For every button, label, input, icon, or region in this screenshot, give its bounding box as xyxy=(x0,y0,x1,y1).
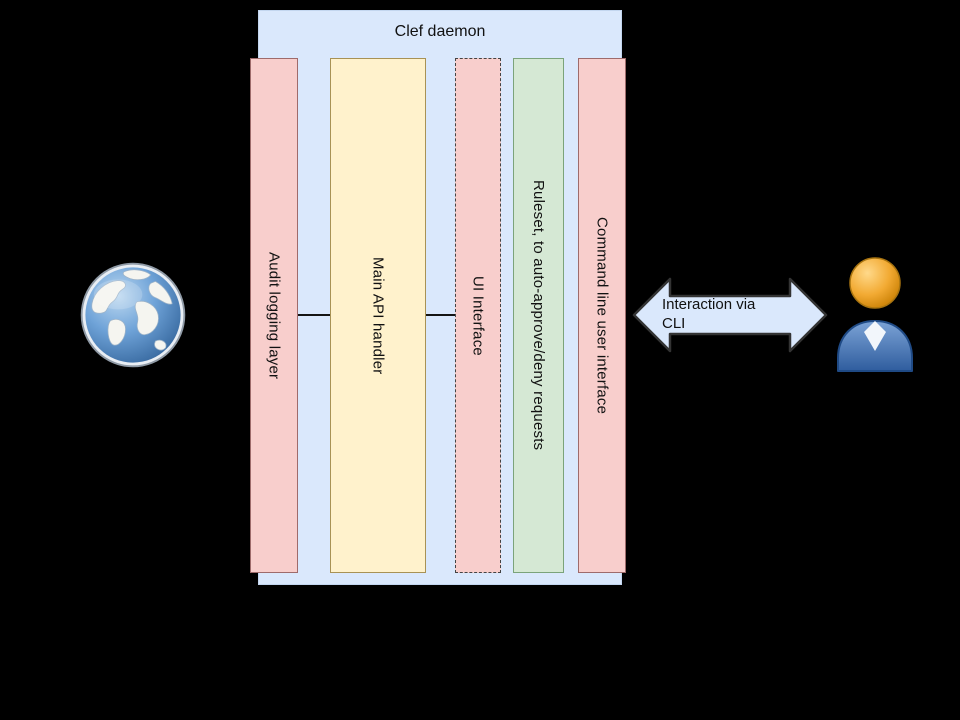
bar-ui-interface: UI Interface xyxy=(455,58,501,573)
bar-label: UI Interface xyxy=(469,275,487,356)
bar-label: Ruleset, to auto-approve/deny requests xyxy=(530,180,547,451)
clef-daemon-container: Clef daemon xyxy=(258,10,622,585)
cli-arrow-icon xyxy=(632,275,828,355)
user-icon xyxy=(833,254,917,374)
connector-line xyxy=(426,314,455,316)
bar-ruleset: Ruleset, to auto-approve/deny requests xyxy=(513,58,564,573)
bar-label: Command line user interface xyxy=(593,216,611,415)
bar-label: Audit logging layer xyxy=(265,251,283,380)
globe-icon xyxy=(77,259,189,371)
bar-command-line-user-interface: Command line user interface xyxy=(578,58,626,573)
arrow-label: Interaction via CLI xyxy=(662,296,756,332)
container-title: Clef daemon xyxy=(394,23,486,40)
bar-main-api-handler: Main API handler xyxy=(330,58,426,573)
connector-line xyxy=(298,314,330,316)
bar-label: Main API handler xyxy=(369,256,387,375)
bar-audit-logging-layer: Audit logging layer xyxy=(250,58,298,573)
